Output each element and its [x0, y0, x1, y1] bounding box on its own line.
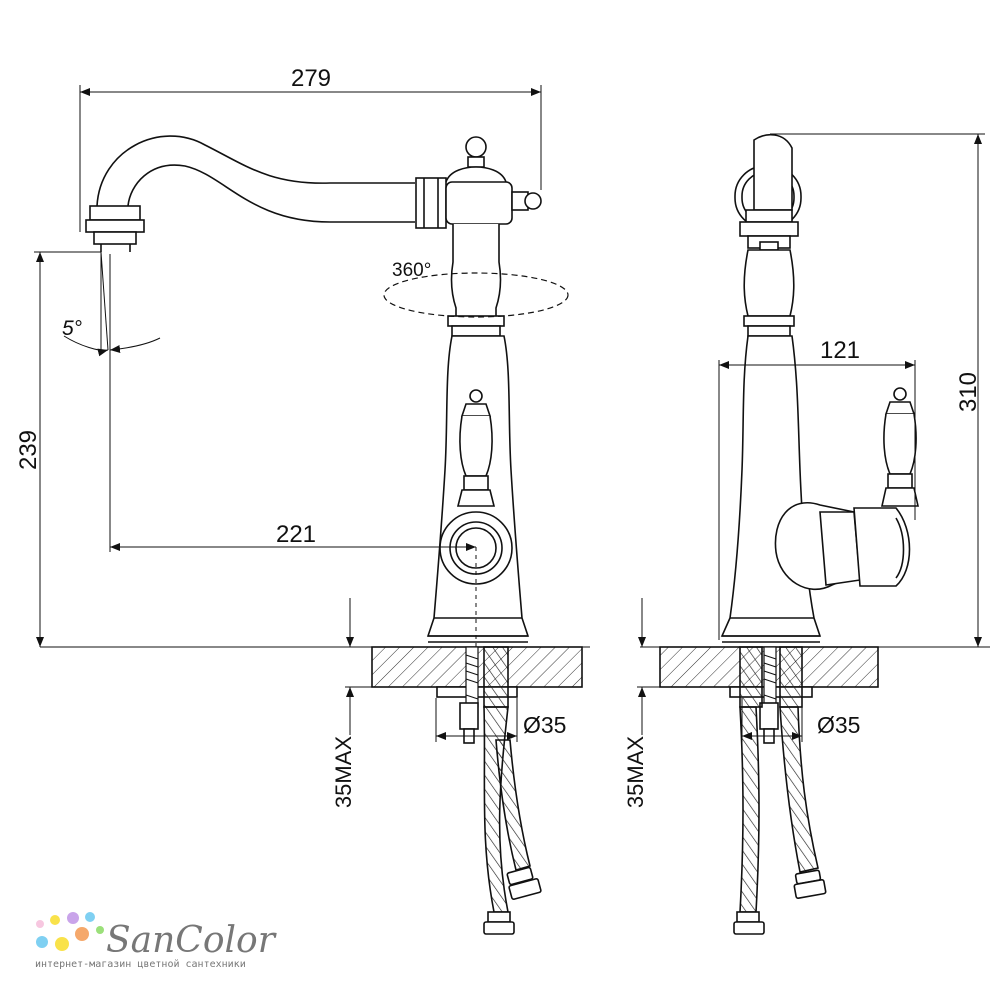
side-view	[637, 133, 990, 935]
logo-brand-text: SanColor	[106, 920, 277, 961]
mounting-side	[729, 646, 827, 935]
label-hole-diameter-side: Ø35	[817, 712, 860, 738]
logo-dot	[36, 920, 44, 928]
logo-tagline: интернет-магазин цветной сантехники	[35, 958, 246, 970]
label-hole-diameter-front: Ø35	[523, 712, 566, 738]
logo-dot	[67, 912, 79, 924]
label-height-239: 239	[15, 430, 42, 470]
front-view	[34, 85, 590, 935]
label-reach-221: 221	[276, 521, 316, 548]
logo-dot	[50, 915, 60, 925]
label-angle: 5°	[62, 317, 82, 340]
dimension-width-279	[79, 85, 542, 232]
spout-side	[734, 133, 802, 251]
top-cap	[445, 136, 542, 225]
dimension-reach-221	[109, 254, 477, 650]
label-rotation: 360°	[392, 260, 431, 281]
angle-indicator	[63, 251, 161, 357]
logo-dot	[55, 937, 69, 951]
label-width-279: 279	[291, 65, 331, 92]
mounting-front	[436, 646, 542, 935]
logo-dot	[96, 926, 104, 934]
dimension-thickness-front	[345, 598, 518, 742]
logo-dot	[75, 927, 89, 941]
dimension-depth-121	[718, 360, 916, 640]
dimension-height-310	[770, 133, 985, 647]
label-height-310: 310	[955, 372, 982, 412]
label-depth-121: 121	[820, 337, 860, 364]
logo-dot	[85, 912, 95, 922]
label-max-thickness-front: 35MAX	[331, 736, 356, 808]
label-max-thickness-side: 35MAX	[623, 736, 648, 808]
dimension-thickness-side	[637, 598, 803, 742]
lever-handle-side	[774, 387, 919, 591]
logo-dot	[36, 936, 48, 948]
brand-logo: SanColor интернет-магазин цветной сантех…	[35, 912, 277, 970]
rotation-ellipse	[383, 272, 569, 318]
countertop-section-side	[640, 646, 990, 688]
spout	[85, 135, 447, 252]
dimension-height-239	[34, 251, 101, 647]
